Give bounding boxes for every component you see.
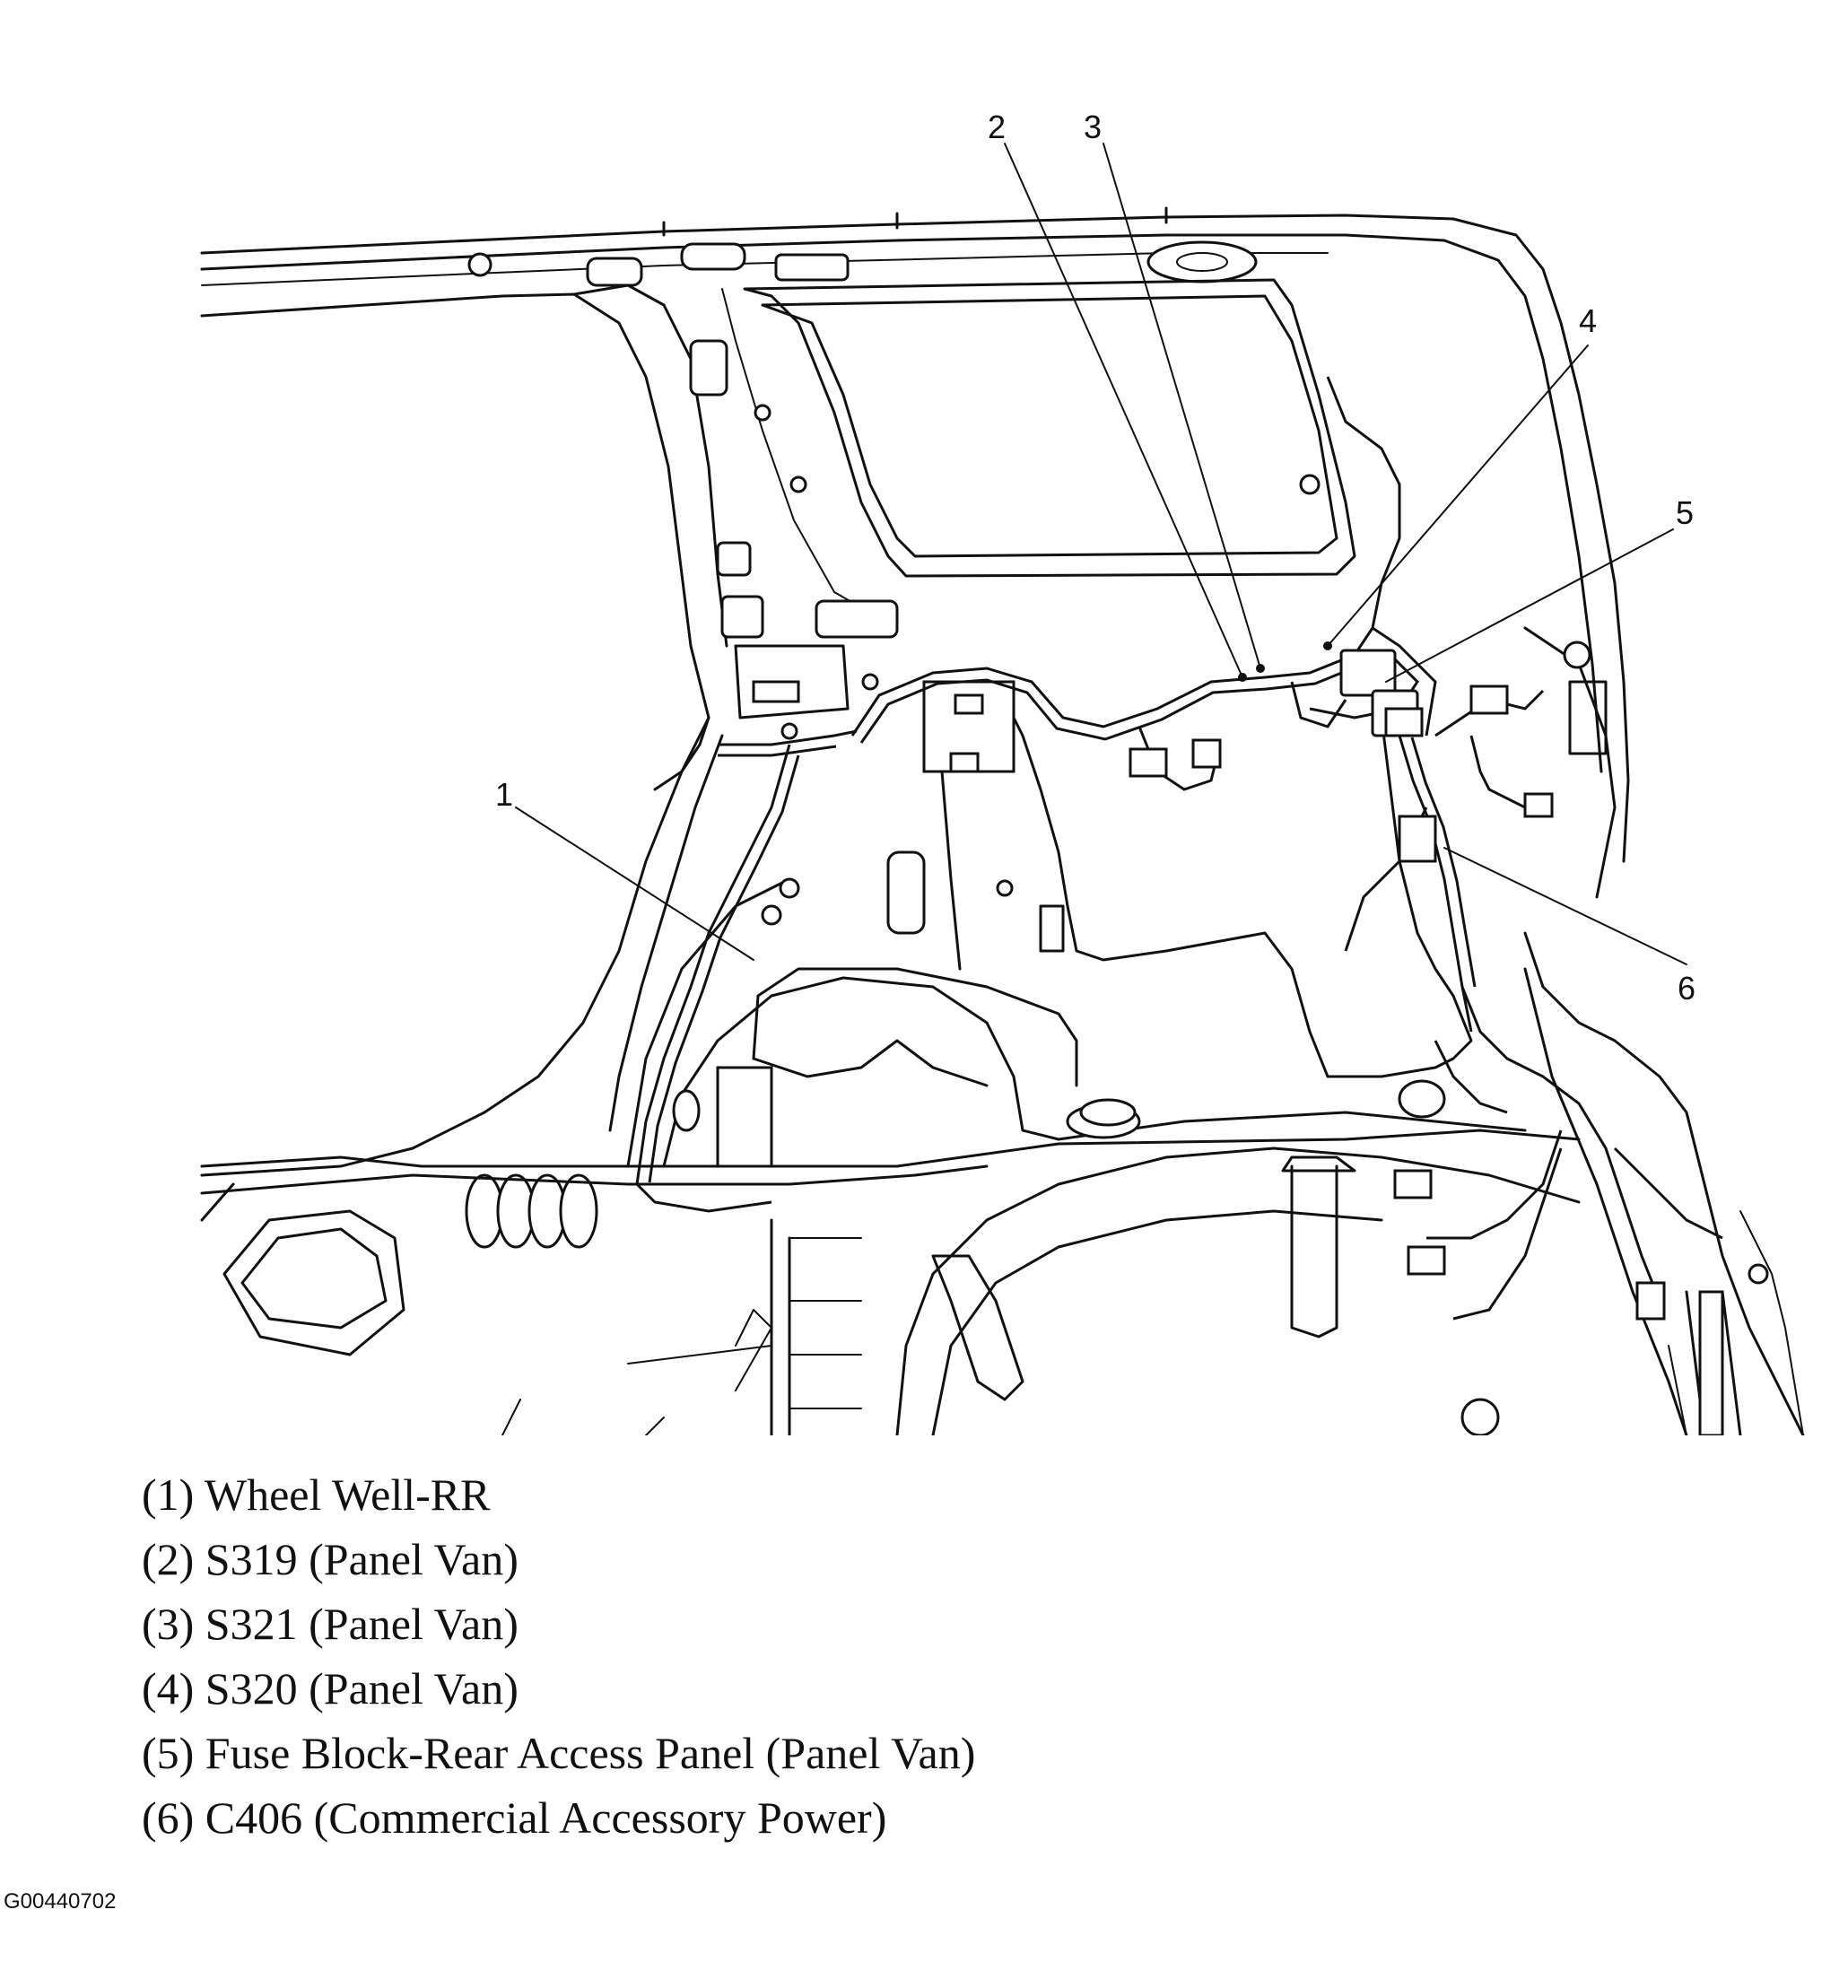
callout-3: 3 — [1084, 109, 1103, 145]
wiring-harness — [635, 376, 1723, 1321]
callout-4: 4 — [1579, 302, 1598, 339]
leader-line-6 — [1443, 847, 1687, 965]
fuse-block-rear-access-panel — [1339, 649, 1397, 697]
legend-item-1: (1) Wheel Well-RR — [142, 1469, 491, 1520]
legend: (1) Wheel Well-RR (2) S319 (Panel Van) (… — [142, 1462, 975, 1850]
legend-item-5: (5) Fuse Block-Rear Access Panel (Panel … — [142, 1728, 976, 1778]
roof-rail-outline — [200, 214, 1630, 863]
side-window-opening — [200, 292, 710, 791]
quarter-panel — [734, 644, 850, 719]
rear-window-opening — [743, 278, 1356, 578]
callout-6: 6 — [1678, 970, 1696, 1007]
legend-item-4: (4) S320 (Panel Van) — [142, 1663, 519, 1713]
roof-clip — [586, 257, 643, 287]
rear-access-panel — [936, 680, 1473, 1078]
wiring-location-diagram — [200, 143, 1805, 1437]
legend-item-2: (2) S319 (Panel Van) — [142, 1534, 519, 1584]
vehicle-line-drawing — [200, 143, 1805, 1437]
connector-c406 — [1398, 815, 1437, 863]
connector — [1129, 747, 1168, 778]
cargo-floor — [200, 1129, 1581, 1168]
leader-line-5 — [1385, 528, 1674, 683]
callout-1: 1 — [495, 776, 514, 813]
leader-line-4 — [1327, 344, 1589, 647]
callout-2: 2 — [988, 109, 1007, 145]
legend-item-3: (3) S321 (Panel Van) — [142, 1599, 519, 1649]
figure-id: G00440702 — [4, 1889, 117, 1914]
leader-line-2 — [1004, 143, 1243, 678]
legend-item-6: (6) C406 (Commercial Accessory Power) — [142, 1792, 887, 1843]
callout-5: 5 — [1676, 494, 1695, 531]
wheel-well-rr — [662, 976, 1527, 1168]
leader-line-3 — [1103, 143, 1261, 669]
leader-line-1 — [515, 807, 754, 961]
